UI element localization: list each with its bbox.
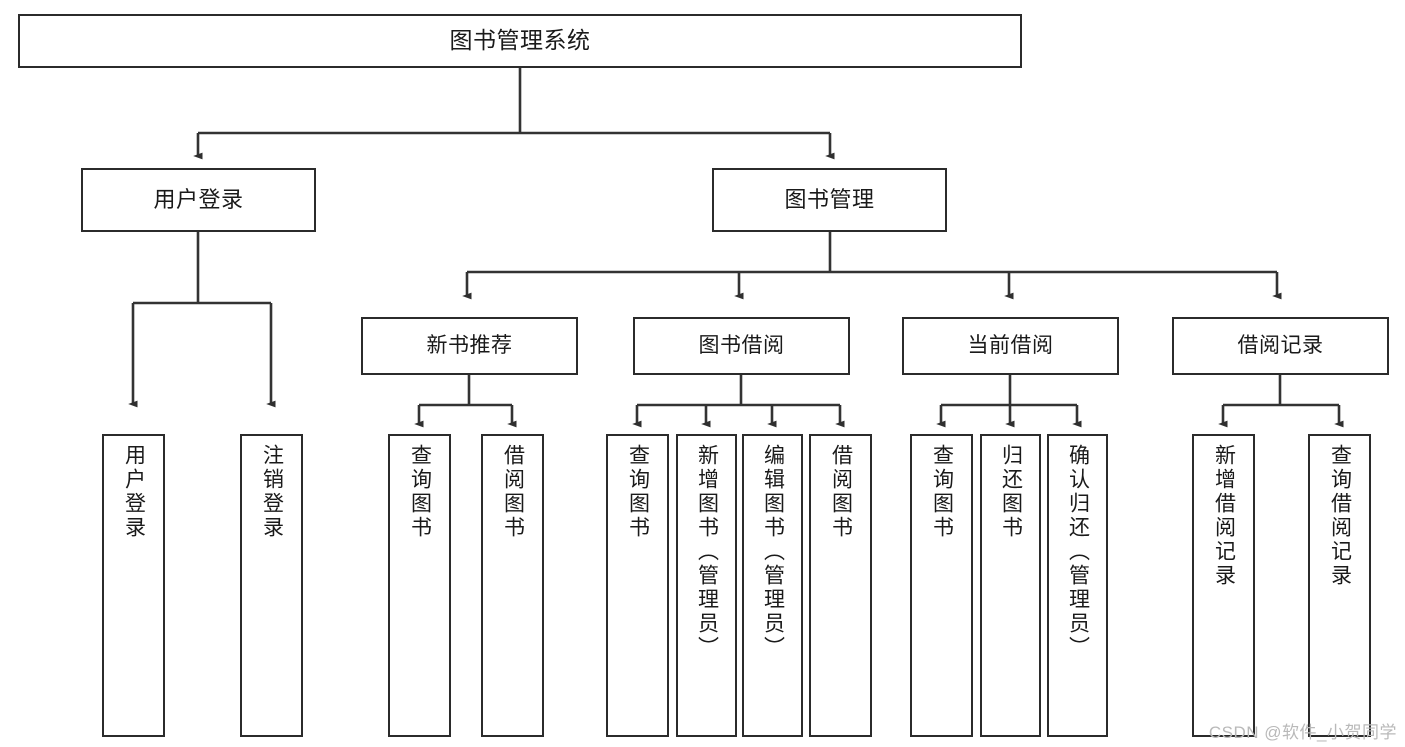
leaf-add-book-admin[interactable]: 新增图书（管理员） (676, 434, 737, 737)
node-label: 确认归还（管理员） (1066, 444, 1090, 660)
csdn-watermark: CSDN @软件_小贺同学 (1208, 723, 1397, 742)
leaf-query-borrow-record[interactable]: 查询借阅记录 (1308, 434, 1371, 737)
leaf-query-book-current[interactable]: 查询图书 (910, 434, 973, 737)
node-label: 用户登录 (122, 444, 146, 540)
leaf-confirm-return-admin[interactable]: 确认归还（管理员） (1047, 434, 1108, 737)
node-label: 借阅图书 (501, 444, 525, 540)
node-label: 归还图书 (999, 444, 1023, 540)
node-book-borrow[interactable]: 图书借阅 (633, 317, 850, 375)
node-label: 用户登录 (153, 186, 244, 212)
node-label: 编辑图书（管理员） (761, 444, 785, 660)
node-label: 新增图书（管理员） (695, 444, 719, 660)
leaf-borrow-book[interactable]: 借阅图书 (809, 434, 872, 737)
node-label: 查询图书 (930, 444, 954, 540)
node-label: 查询图书 (408, 444, 432, 540)
node-label: 借阅记录 (1237, 334, 1324, 358)
node-label: 借阅图书 (829, 444, 853, 540)
node-label: 当前借阅 (967, 334, 1054, 358)
node-label: 新书推荐 (426, 334, 513, 358)
leaf-query-book-borrow[interactable]: 查询图书 (606, 434, 669, 737)
node-label: 查询借阅记录 (1328, 444, 1352, 588)
leaf-logout[interactable]: 注销登录 (240, 434, 303, 737)
node-borrow-record[interactable]: 借阅记录 (1172, 317, 1389, 375)
node-label: 图书借阅 (698, 334, 785, 358)
leaf-edit-book-admin[interactable]: 编辑图书（管理员） (742, 434, 803, 737)
leaf-return-book[interactable]: 归还图书 (980, 434, 1041, 737)
leaf-add-borrow-record[interactable]: 新增借阅记录 (1192, 434, 1255, 737)
leaf-user-login[interactable]: 用户登录 (102, 434, 165, 737)
node-label: 查询图书 (626, 444, 650, 540)
node-label: 图书管理系统 (449, 27, 591, 54)
node-label: 新增借阅记录 (1212, 444, 1236, 588)
node-label: 图书管理 (784, 186, 875, 212)
leaf-query-book-recommend[interactable]: 查询图书 (388, 434, 451, 737)
leaf-borrow-book-recommend[interactable]: 借阅图书 (481, 434, 544, 737)
node-book-management-system[interactable]: 图书管理系统 (18, 14, 1022, 68)
node-user-login[interactable]: 用户登录 (81, 168, 316, 232)
node-new-book-recommend[interactable]: 新书推荐 (361, 317, 578, 375)
node-current-borrow[interactable]: 当前借阅 (902, 317, 1119, 375)
node-label: 注销登录 (260, 444, 284, 540)
node-book-management[interactable]: 图书管理 (712, 168, 947, 232)
